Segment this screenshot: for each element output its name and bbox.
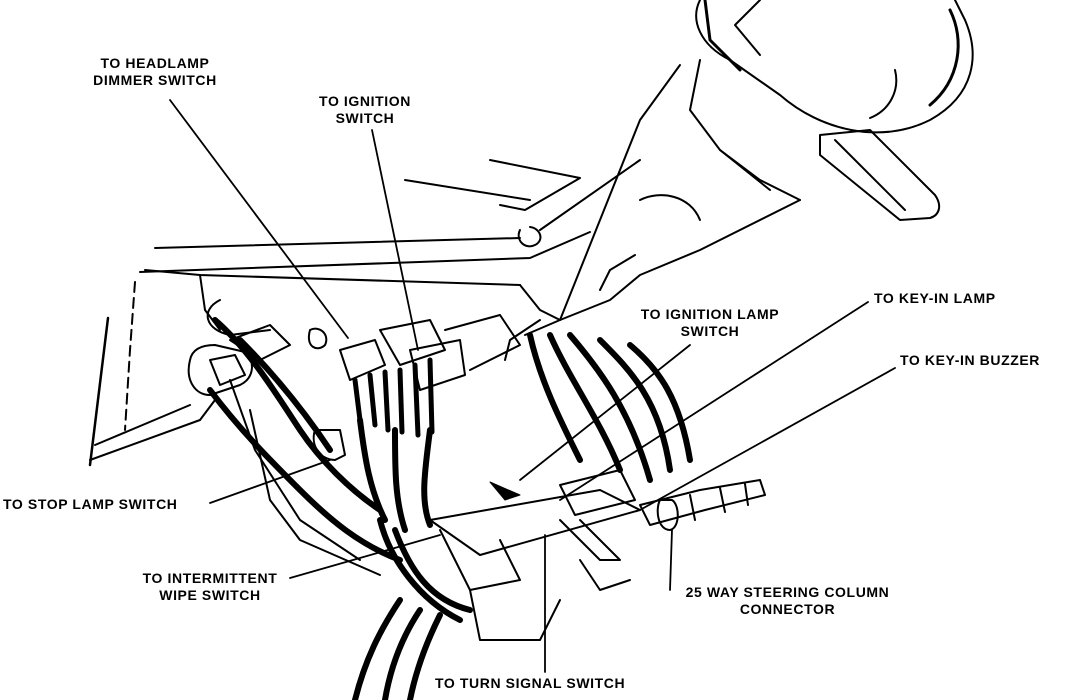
label-intermittent-wipe: TO INTERMITTENT WIPE SWITCH — [142, 570, 278, 603]
leader-headlamp-dimmer — [169, 99, 349, 339]
wire-harness — [207, 317, 693, 700]
ignition-connector-block — [339, 314, 521, 438]
arrow-marker — [489, 481, 521, 501]
leader-lines — [169, 99, 896, 673]
leader-ignition-lamp — [519, 344, 691, 481]
turn-signal-lever — [819, 129, 941, 221]
steering-wheel-hub — [695, 0, 974, 134]
mounting-bracket — [404, 159, 641, 248]
label-key-in-buzzer: TO KEY-IN BUZZER — [900, 352, 1041, 368]
leader-intermittent-wipe — [289, 534, 441, 579]
label-turn-signal-switch: TO TURN SIGNAL SWITCH — [435, 675, 626, 691]
leader-key-in-buzzer — [639, 367, 896, 511]
label-steering-column-connector: 25 WAY STEERING COLUMN CONNECTOR — [685, 584, 890, 617]
dashboard-panel — [88, 231, 591, 576]
leader-ignition-switch — [371, 129, 419, 351]
label-ignition-lamp-switch: TO IGNITION LAMP SWITCH — [640, 306, 780, 339]
label-stop-lamp-switch: TO STOP LAMP SWITCH — [3, 496, 178, 512]
leader-key-in-lamp — [559, 301, 869, 501]
label-ignition-switch: TO IGNITION SWITCH — [319, 93, 411, 126]
label-headlamp-dimmer: TO HEADLAMP DIMMER SWITCH — [93, 55, 217, 88]
steering-column — [524, 59, 801, 336]
leader-stop-lamp — [209, 459, 331, 504]
leader-steering-connector — [669, 529, 673, 591]
label-key-in-lamp: TO KEY-IN LAMP — [874, 290, 996, 306]
